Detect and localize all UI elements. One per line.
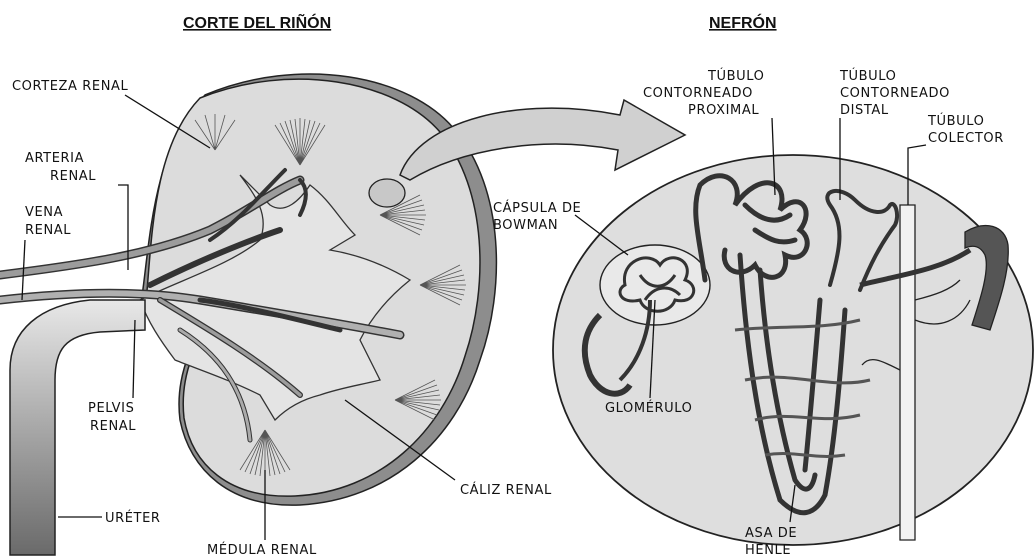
nephron-ellipse: [553, 155, 1033, 545]
label-arteria-renal-2: RENAL: [50, 169, 96, 184]
label-caliz-renal: CÁLIZ RENAL: [460, 482, 552, 498]
label-arteria-renal-1: ARTERIA: [25, 151, 84, 166]
label-ureter: URÉTER: [105, 510, 161, 526]
nephron-section: [553, 155, 1033, 545]
label-vena-renal-1: VENA: [25, 205, 63, 220]
label-pelvis-renal-2: RENAL: [90, 419, 136, 434]
label-colector-2: COLECTOR: [928, 131, 1004, 146]
label-corteza-renal: CORTEZA RENAL: [12, 79, 129, 94]
label-proximal-1: TÚBULO: [707, 68, 765, 84]
label-proximal-2: CONTORNEADO: [643, 86, 753, 101]
label-asa-henle-2: HENLE: [745, 543, 791, 558]
label-distal-2: CONTORNEADO: [840, 86, 950, 101]
label-pelvis-renal-1: PELVIS: [88, 401, 134, 416]
label-distal-1: TÚBULO: [839, 68, 897, 84]
label-vena-renal-2: RENAL: [25, 223, 71, 238]
label-glomerulo: GLOMÉRULO: [605, 400, 692, 416]
label-capsula-1: CÁPSULA DE: [493, 200, 581, 216]
label-colector-1: TÚBULO: [927, 113, 985, 129]
label-asa-henle-1: ASA DE: [745, 526, 797, 541]
nephron-highlight-circle: [369, 179, 405, 207]
label-distal-3: DISTAL: [840, 103, 889, 118]
label-proximal-3: PROXIMAL: [688, 103, 759, 118]
label-medula-renal: MÉDULA RENAL: [207, 542, 317, 558]
title-kidney: CORTE DEL RIÑÓN: [183, 12, 331, 32]
label-capsula-2: BOWMAN: [493, 218, 558, 233]
collecting-duct: [900, 205, 915, 540]
title-nephron: NEFRÓN: [709, 13, 777, 32]
leader-pelvis: [133, 320, 135, 398]
